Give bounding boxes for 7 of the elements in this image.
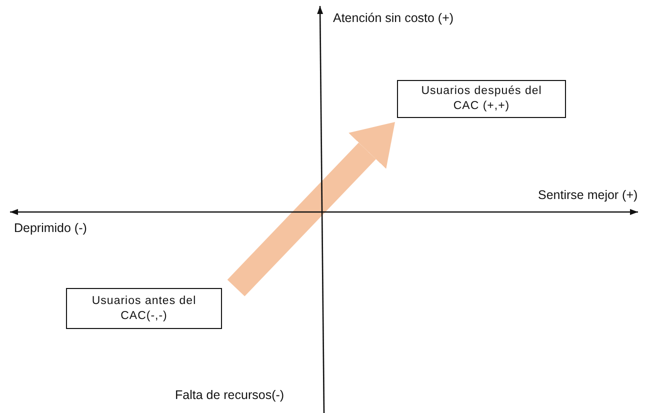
text-box: Usuarios después del CAC (+,+) — [397, 80, 566, 118]
axis-label: Deprimido (-) — [14, 221, 87, 235]
arrow — [227, 122, 395, 296]
axis-label: Falta de recursos(-) — [175, 388, 284, 402]
text-box: Usuarios antes del CAC(-,-) — [66, 288, 222, 329]
axis-label: Sentirse mejor (+) — [538, 188, 638, 202]
axis-label: Atención sin costo (+) — [333, 11, 454, 25]
